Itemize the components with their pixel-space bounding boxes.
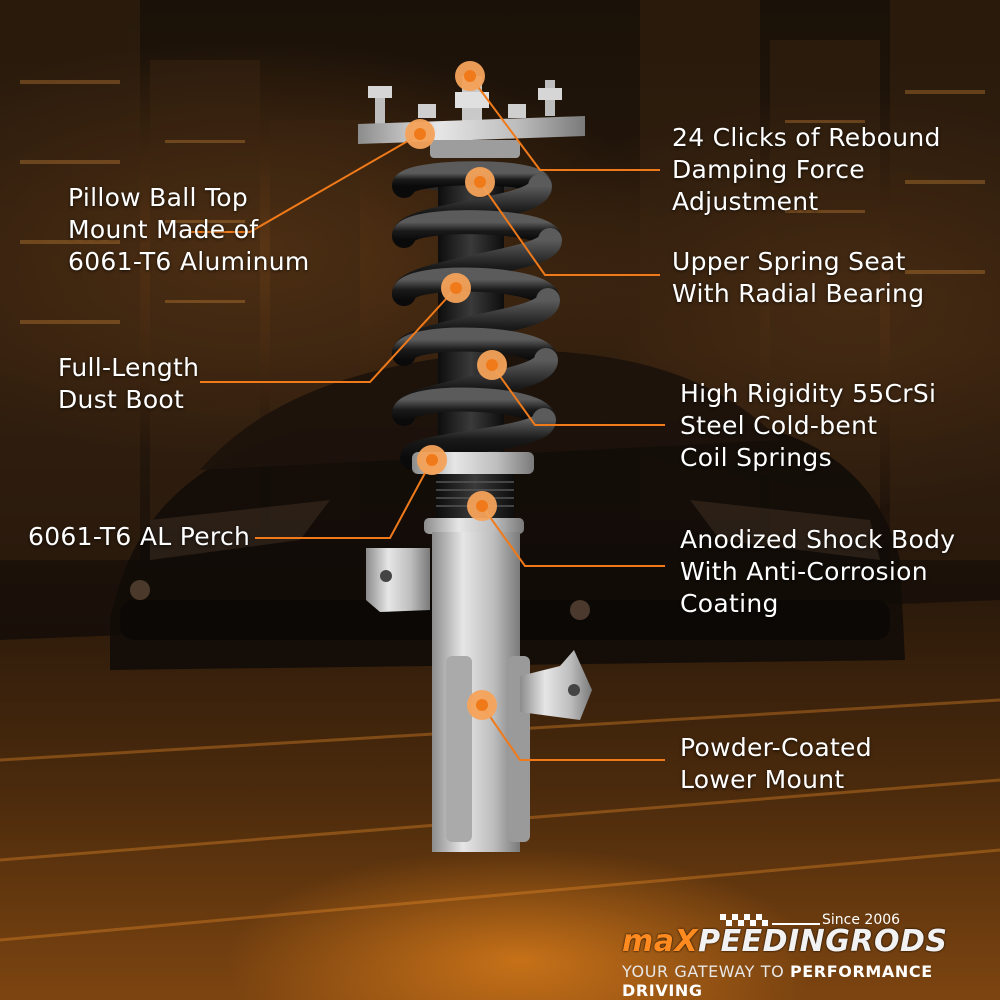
callout-shock-body: Anodized Shock Body With Anti-Corrosion … (680, 525, 956, 618)
callout-rebound-damping: 24 Clicks of Rebound Damping Force Adjus… (672, 123, 941, 216)
callout-pillow-ball-top-mount: Pillow Ball Top Mount Made of 6061-T6 Al… (68, 183, 310, 276)
brand-tagline: YOUR GATEWAY TO PERFORMANCE DRIVING (622, 962, 1000, 1000)
callout-coil-springs: High Rigidity 55CrSi Steel Cold-bent Coi… (680, 379, 937, 472)
tagline-strong: PERFORMANCE DRIVING (622, 962, 933, 1000)
brand-since: Since 2006 (822, 912, 901, 928)
callout-al-perch: 6061-T6 AL Perch (28, 522, 251, 551)
coil-spring (392, 161, 562, 470)
brand-name-part1: maX (622, 924, 699, 959)
callout-upper-spring-seat: Upper Spring Seat With Radial Bearing (672, 247, 925, 308)
brand-name-part2: PEEDINGRODS (698, 924, 948, 959)
checkered-flag-icon (720, 914, 820, 926)
callout-dust-boot: Full-Length Dust Boot (58, 353, 200, 414)
callout-lower-mount: Powder-Coated Lower Mount (680, 733, 872, 794)
tagline-lead: YOUR GATEWAY TO (622, 962, 790, 981)
brand-logo: maXPEEDINGRODS (622, 924, 948, 959)
